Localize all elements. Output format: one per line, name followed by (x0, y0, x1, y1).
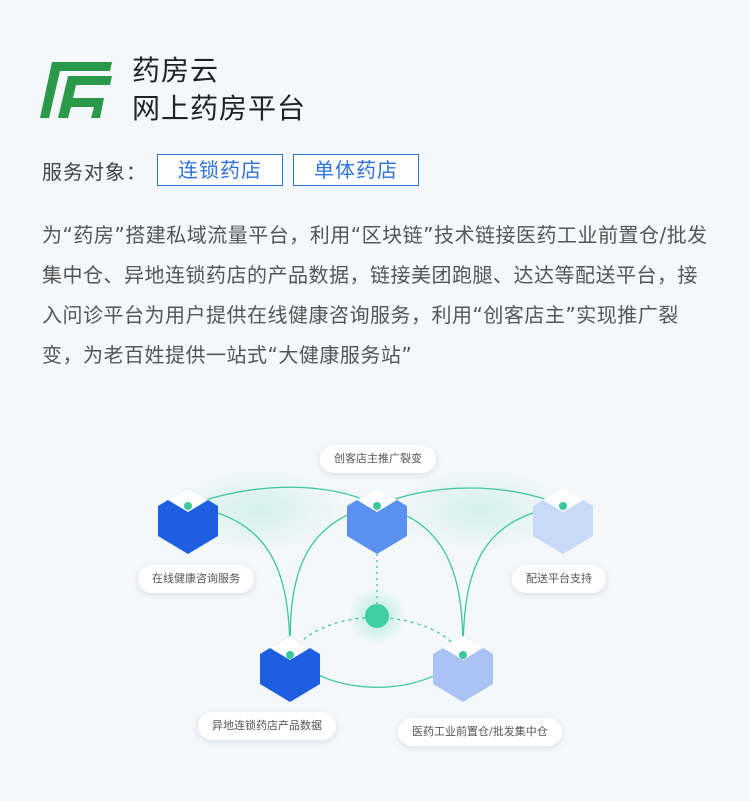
center-node (365, 604, 389, 628)
diagram-haze (390, 465, 570, 555)
cube-top-left (158, 488, 218, 554)
tag-single-pharmacy[interactable]: 单体药店 (293, 154, 419, 186)
cube-top-right (533, 488, 593, 554)
cube-bottom-left (260, 636, 320, 702)
node-dots (184, 502, 567, 659)
platform-diagram: 创客店主推广裂变 在线健康咨询服务 配送平台支持 异地连锁药店产品数据 医药工业… (0, 430, 750, 770)
label-bottom-right: 医药工业前置仓/批发集中仓 (398, 718, 562, 746)
cube-top-center (347, 488, 407, 554)
cube-bottom-right (433, 636, 493, 702)
diagram-canvas (158, 465, 593, 702)
service-target-row: 服务对象： 连锁药店 单体药店 (42, 154, 429, 186)
brand-logo-icon (40, 62, 112, 118)
label-left: 在线健康咨询服务 (138, 565, 254, 593)
label-right: 配送平台支持 (512, 565, 606, 593)
brand-name: 药房云 (132, 54, 220, 87)
label-top: 创客店主推广裂变 (320, 445, 436, 473)
description-paragraph: 为“药房”搭建私域流量平台，利用“区块链”技术链接医药工业前置仓/批发集中仓、异… (42, 223, 708, 367)
label-bottom-left: 异地连锁药店产品数据 (198, 712, 336, 740)
brand-subtitle: 网上药房平台 (132, 92, 307, 125)
service-target-label: 服务对象： (42, 159, 147, 184)
brand-title: 药房云 网上药房平台 (132, 52, 306, 128)
tag-chain-pharmacy[interactable]: 连锁药店 (157, 154, 283, 186)
